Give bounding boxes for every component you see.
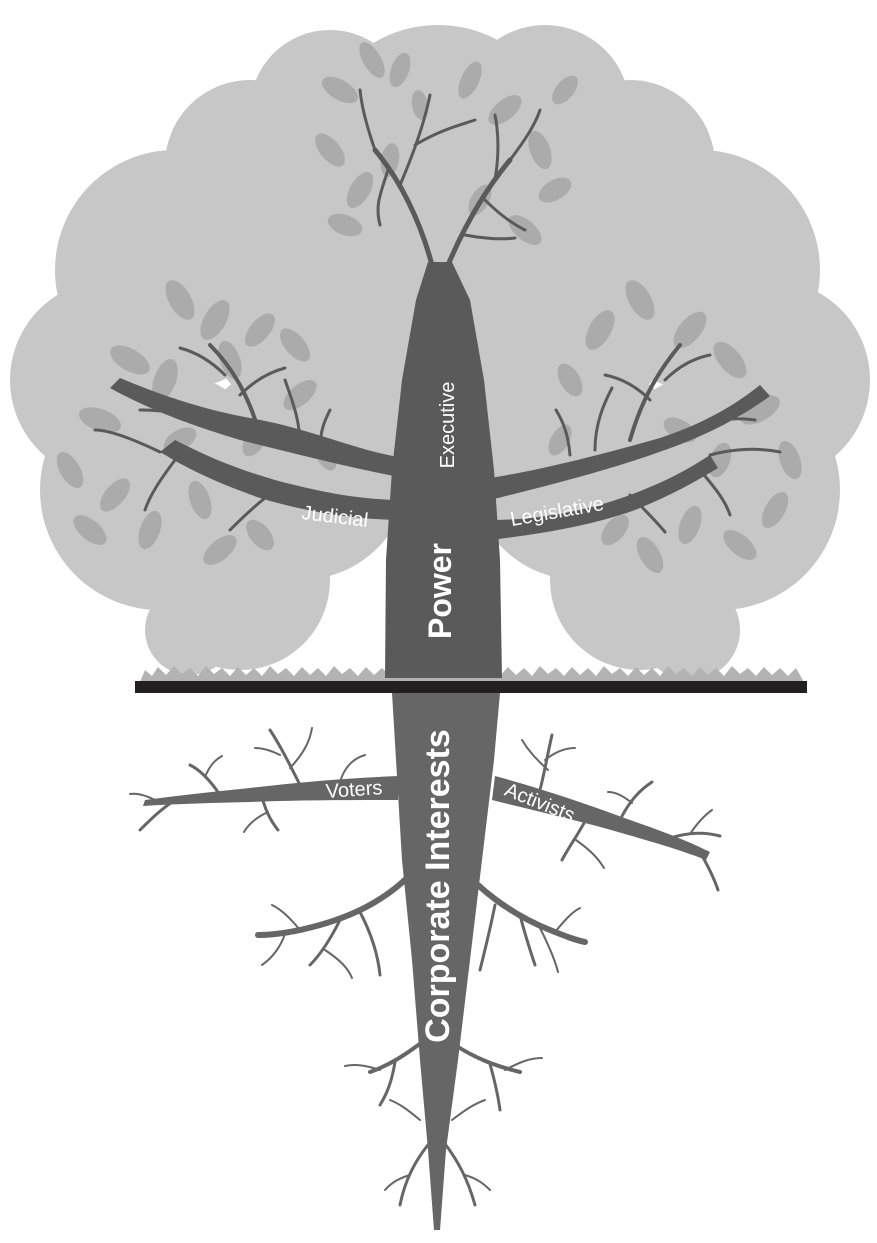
root-system	[129, 693, 722, 1230]
canopy	[10, 25, 870, 680]
voters-label: Voters	[325, 777, 383, 803]
corporate-interests-label: Corporate Interests	[419, 729, 457, 1043]
executive-label: Executive	[437, 382, 459, 469]
trunk-and-branches	[93, 88, 782, 678]
power-label: Power	[422, 543, 458, 639]
leaf-clusters	[56, 42, 802, 574]
grass	[140, 666, 804, 682]
ground-line	[135, 681, 807, 693]
